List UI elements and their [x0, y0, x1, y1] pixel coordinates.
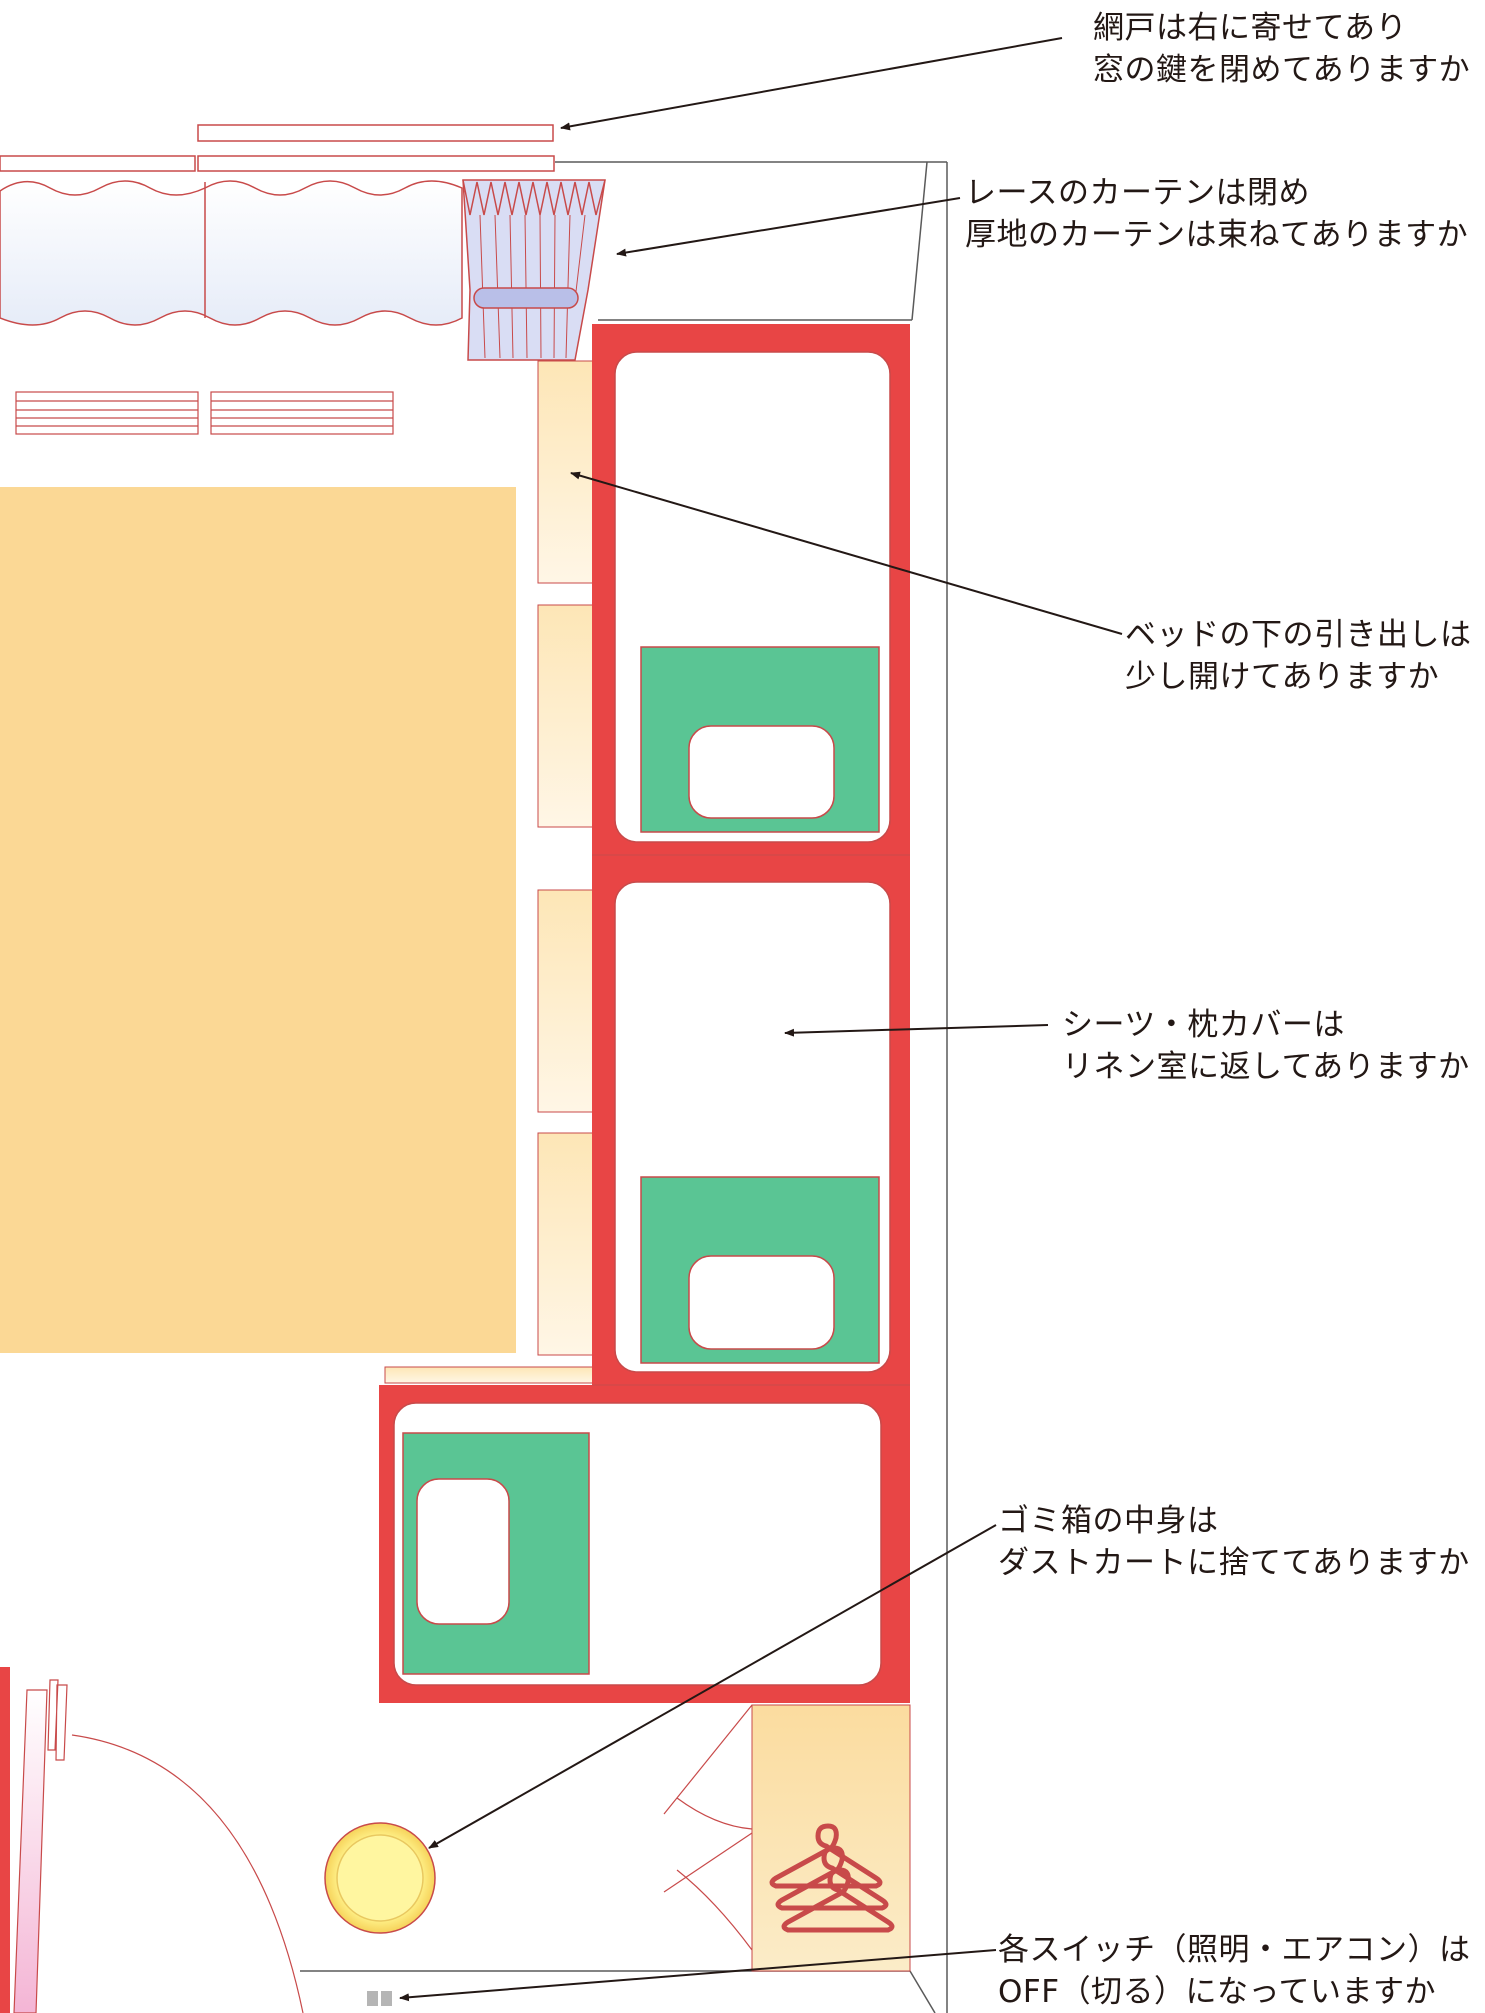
annotation-screen-door: 網戸は右に寄せてあり 窓の鍵を閉めてありますか: [1093, 7, 1470, 91]
arrow-trash: [428, 1524, 997, 1849]
desk: [0, 487, 516, 1353]
bed-2: [592, 854, 910, 1385]
hanger-icon: [769, 1823, 895, 1933]
screen-door: [197, 124, 554, 142]
annotation-line: リネン室に返してありますか: [1062, 1049, 1470, 1085]
entry-door: [0, 1667, 304, 2013]
bed-1: [592, 324, 910, 856]
closet: [751, 1704, 911, 1972]
annotation-line: 厚地のカーテンは束ねてありますか: [965, 217, 1469, 253]
light-switch-icon: [367, 1991, 392, 2006]
arrow-curtains: [616, 197, 961, 257]
annotation-line: ダストカートに捨ててありますか: [998, 1545, 1470, 1581]
annotation-line: 少し開けてありますか: [1125, 659, 1440, 695]
arrow-bed-drawers: [570, 471, 1123, 635]
annotation-arrows: [399, 37, 1123, 2002]
curtain-icon: [462, 179, 606, 361]
arrow-sheets: [784, 1024, 1049, 1037]
annotation-line: 網戸は右に寄せてあり: [1093, 10, 1408, 46]
annotation-line: 窓の鍵を閉めてありますか: [1093, 52, 1471, 88]
annotation-curtains: レースのカーテンは閉め 厚地のカーテンは束ねてありますか: [965, 172, 1468, 256]
annotation-line: レースのカーテンは閉め: [965, 175, 1310, 211]
closet-door-swing: [663, 1704, 753, 1951]
arrow-switches: [399, 1949, 997, 2002]
arrow-screen-door: [560, 37, 1063, 131]
air-vent: [15, 391, 394, 435]
annotation-line: 各スイッチ（照明・エアコン）は: [998, 1932, 1471, 1968]
annotation-bed-drawers: ベッドの下の引き出しは 少し開けてありますか: [1125, 614, 1472, 698]
trash-bin-icon: [324, 1822, 436, 1934]
bed-3: [379, 1384, 910, 1703]
curtain-rail: [0, 155, 555, 172]
lace-curtain: [0, 180, 463, 326]
annotation-line: シーツ・枕カバーは: [1062, 1007, 1345, 1043]
annotation-trash: ゴミ箱の中身は ダストカートに捨ててありますか: [998, 1500, 1470, 1584]
annotation-switches: 各スイッチ（照明・エアコン）は OFF（切る）になっていますか: [998, 1929, 1471, 2013]
annotation-sheets: シーツ・枕カバーは リネン室に返してありますか: [1062, 1004, 1470, 1088]
annotation-line: OFF（切る）になっていますか: [998, 1974, 1437, 2010]
annotation-line: ベッドの下の引き出しは: [1125, 617, 1472, 653]
room-walls: [300, 161, 948, 2013]
annotation-line: ゴミ箱の中身は: [998, 1503, 1219, 1539]
bed-drawers: [384, 360, 596, 1384]
